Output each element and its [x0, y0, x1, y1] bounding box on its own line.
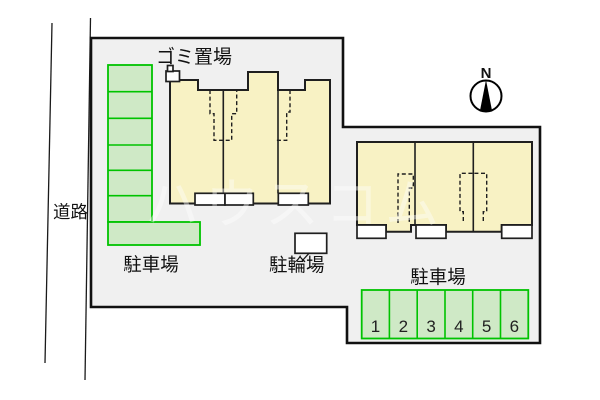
stall-number: 4	[454, 317, 463, 336]
right-parking-area: 1 2 3 4 5 6	[360, 289, 530, 340]
right-parking-stall-dividers	[388, 290, 502, 339]
building-1-porch	[277, 192, 310, 206]
building-2-entry-dashed	[397, 173, 414, 223]
road-label: 道路	[53, 202, 88, 222]
watermark: ハウスコム	[145, 175, 445, 235]
building-2-porch	[356, 224, 387, 240]
building-2-porch	[415, 224, 447, 240]
garbage-box-notch	[166, 64, 174, 73]
road-line-left	[44, 22, 53, 364]
compass-north-label: N	[481, 65, 492, 82]
building-2-entry-dashed	[459, 172, 474, 221]
stall-number: 5	[482, 317, 491, 336]
stall-number: 3	[426, 317, 435, 336]
stall-number: 2	[399, 317, 408, 336]
bicycle-leader-line	[301, 252, 310, 262]
garbage-station-icon	[165, 64, 181, 83]
parking-left-label: 駐車場	[123, 254, 179, 275]
building-1-entry-dashed	[209, 90, 238, 141]
bicycle-label: 駐輪場	[269, 255, 325, 276]
road-line-right	[84, 17, 92, 381]
building-2-entry-dashed	[473, 172, 488, 221]
building-1-entry-dashed	[276, 90, 291, 141]
left-parking-stalls	[107, 64, 201, 246]
parking-right-label: 駐車場	[410, 267, 466, 288]
left-parking-wide-stall	[107, 221, 201, 246]
stall-number: 1	[371, 317, 380, 336]
garbage-box	[165, 70, 181, 83]
building-1-porch	[224, 192, 255, 206]
north-compass-icon: N	[469, 65, 503, 113]
garbage-label: ゴミ置場	[156, 46, 232, 68]
stall-number: 6	[510, 317, 519, 336]
bicycle-parking-box	[294, 232, 328, 255]
compass-needle	[480, 80, 492, 111]
left-parking-stall-dividers	[108, 90, 152, 197]
building-2-porch	[500, 224, 533, 240]
